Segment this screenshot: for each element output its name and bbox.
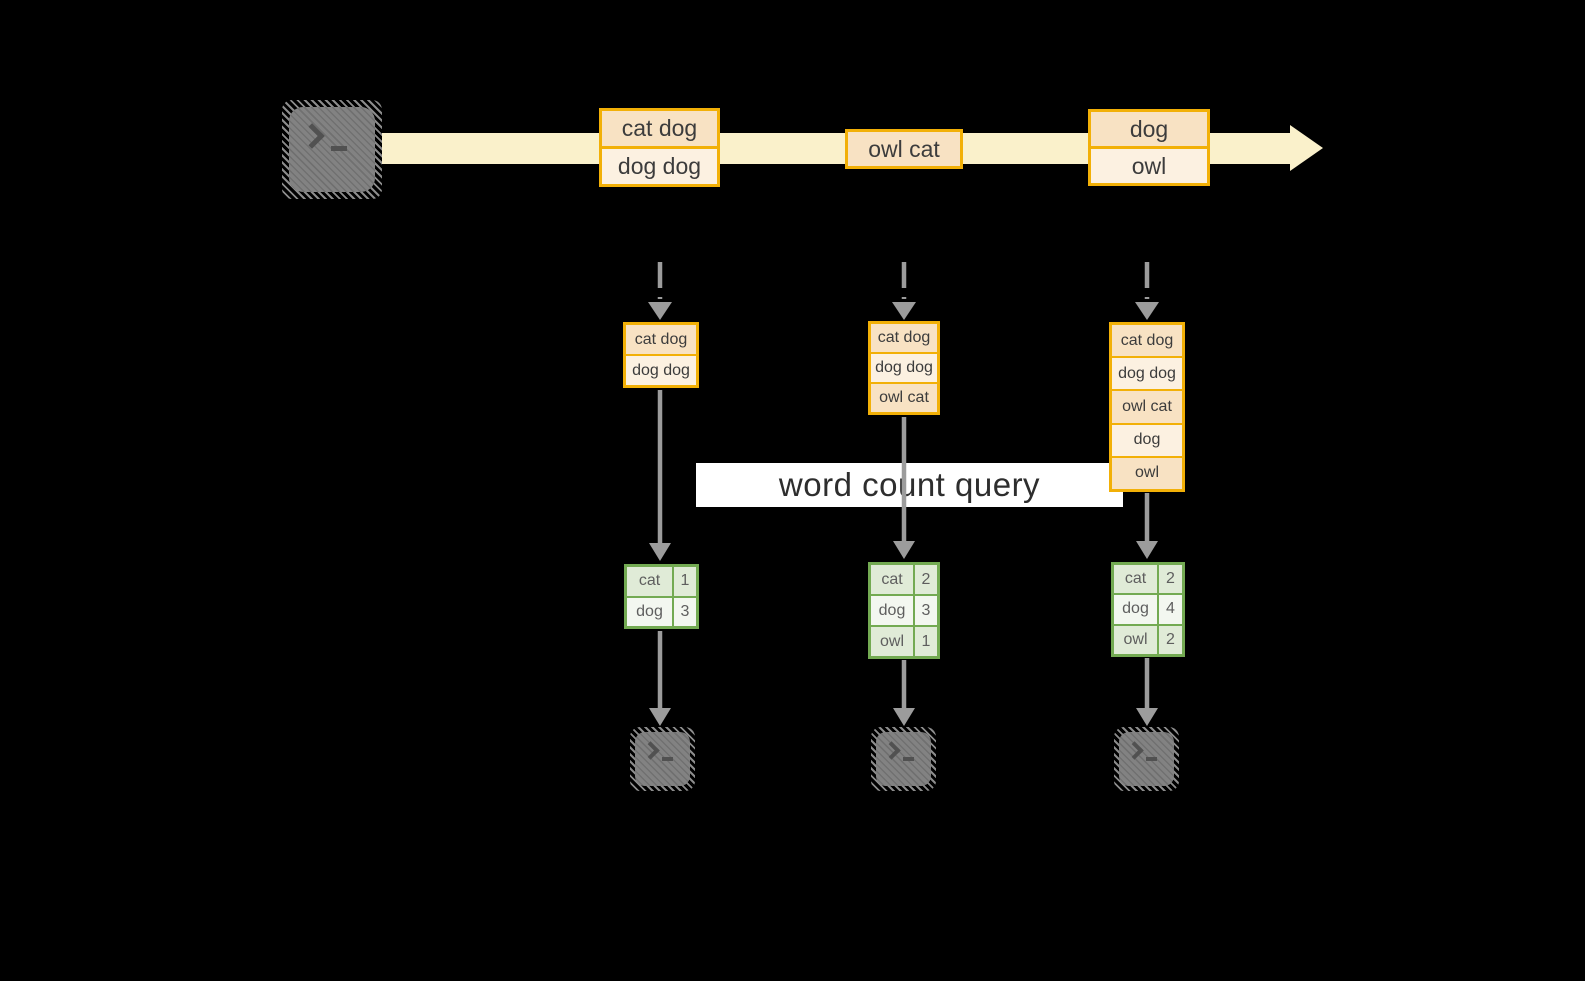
count-table-1: cat 1 dog 3 bbox=[624, 564, 699, 629]
stream-event-box-3: dog owl bbox=[1088, 109, 1210, 186]
terminal-body bbox=[876, 732, 931, 786]
query-label-band: word count query bbox=[696, 463, 1123, 507]
state-row: cat dog bbox=[626, 325, 696, 354]
count-table-3: cat 2 dog 4 owl 2 bbox=[1111, 562, 1185, 657]
stream-event-box-1: cat dog dog dog bbox=[599, 108, 720, 187]
prompt-underscore-icon bbox=[1146, 757, 1157, 761]
count-value: 3 bbox=[915, 596, 937, 625]
prompt-chevron-icon bbox=[882, 741, 901, 760]
prompt-chevron-icon bbox=[641, 741, 660, 760]
state-row: dog dog bbox=[626, 354, 696, 385]
state-row: dog dog bbox=[871, 352, 937, 382]
query-arrow-head-3 bbox=[1136, 541, 1158, 559]
state-box-2: cat dog dog dog owl cat bbox=[868, 321, 940, 415]
state-row: dog dog bbox=[1112, 356, 1182, 390]
count-word: dog bbox=[627, 597, 672, 626]
count-word: dog bbox=[1114, 595, 1157, 624]
output-arrow-head-1 bbox=[649, 708, 671, 726]
query-arrow-head-1 bbox=[649, 543, 671, 561]
stream-event-row: owl cat bbox=[848, 132, 960, 166]
state-box-3: cat dog dog dog owl cat dog owl bbox=[1109, 322, 1185, 492]
terminal-source-icon bbox=[282, 100, 382, 199]
count-word: owl bbox=[1114, 625, 1157, 654]
count-word: cat bbox=[627, 567, 672, 596]
output-arrow-head-2 bbox=[893, 708, 915, 726]
query-label: word count query bbox=[778, 466, 1041, 503]
state-row: owl cat bbox=[1112, 389, 1182, 423]
stream-event-box-2: owl cat bbox=[845, 129, 963, 169]
state-box-1: cat dog dog dog bbox=[623, 322, 699, 388]
prompt-underscore-icon bbox=[903, 757, 914, 761]
terminal-output-icon-1 bbox=[630, 727, 695, 791]
state-row: cat dog bbox=[871, 324, 937, 352]
stream-event-row: dog bbox=[1091, 112, 1207, 146]
count-word: cat bbox=[1114, 565, 1157, 594]
ingest-arrow-head-3 bbox=[1135, 302, 1159, 320]
state-row: owl bbox=[1112, 455, 1182, 490]
prompt-chevron-icon bbox=[1125, 741, 1144, 760]
ingest-arrow-head-2 bbox=[892, 302, 916, 320]
terminal-body bbox=[635, 732, 690, 786]
count-value: 1 bbox=[915, 627, 937, 656]
count-value: 4 bbox=[1159, 595, 1182, 624]
terminal-body bbox=[289, 107, 375, 192]
terminal-output-icon-2 bbox=[871, 727, 936, 791]
prompt-underscore-icon bbox=[662, 757, 673, 761]
terminal-body bbox=[1119, 732, 1174, 786]
ingest-arrow-head-1 bbox=[648, 302, 672, 320]
count-value: 1 bbox=[674, 567, 696, 596]
count-value: 2 bbox=[1159, 625, 1182, 654]
count-word: cat bbox=[871, 565, 913, 594]
prompt-underscore-icon bbox=[331, 146, 347, 151]
count-word: dog bbox=[871, 596, 913, 625]
state-row: owl cat bbox=[871, 382, 937, 412]
output-arrow-head-3 bbox=[1136, 708, 1158, 726]
count-value: 3 bbox=[674, 597, 696, 626]
count-word: owl bbox=[871, 627, 913, 656]
stream-event-row: cat dog bbox=[602, 111, 717, 146]
count-table-2: cat 2 dog 3 owl 1 bbox=[868, 562, 940, 659]
stream-arrow-head bbox=[1290, 125, 1323, 171]
state-row: dog bbox=[1112, 422, 1182, 456]
query-arrow-head-2 bbox=[893, 541, 915, 559]
count-value: 2 bbox=[915, 565, 937, 594]
stream-event-row: dog dog bbox=[602, 146, 717, 184]
prompt-chevron-icon bbox=[299, 123, 325, 149]
count-value: 2 bbox=[1159, 565, 1182, 594]
state-row: cat dog bbox=[1112, 325, 1182, 357]
stream-event-row: owl bbox=[1091, 146, 1207, 183]
terminal-output-icon-3 bbox=[1114, 727, 1179, 791]
